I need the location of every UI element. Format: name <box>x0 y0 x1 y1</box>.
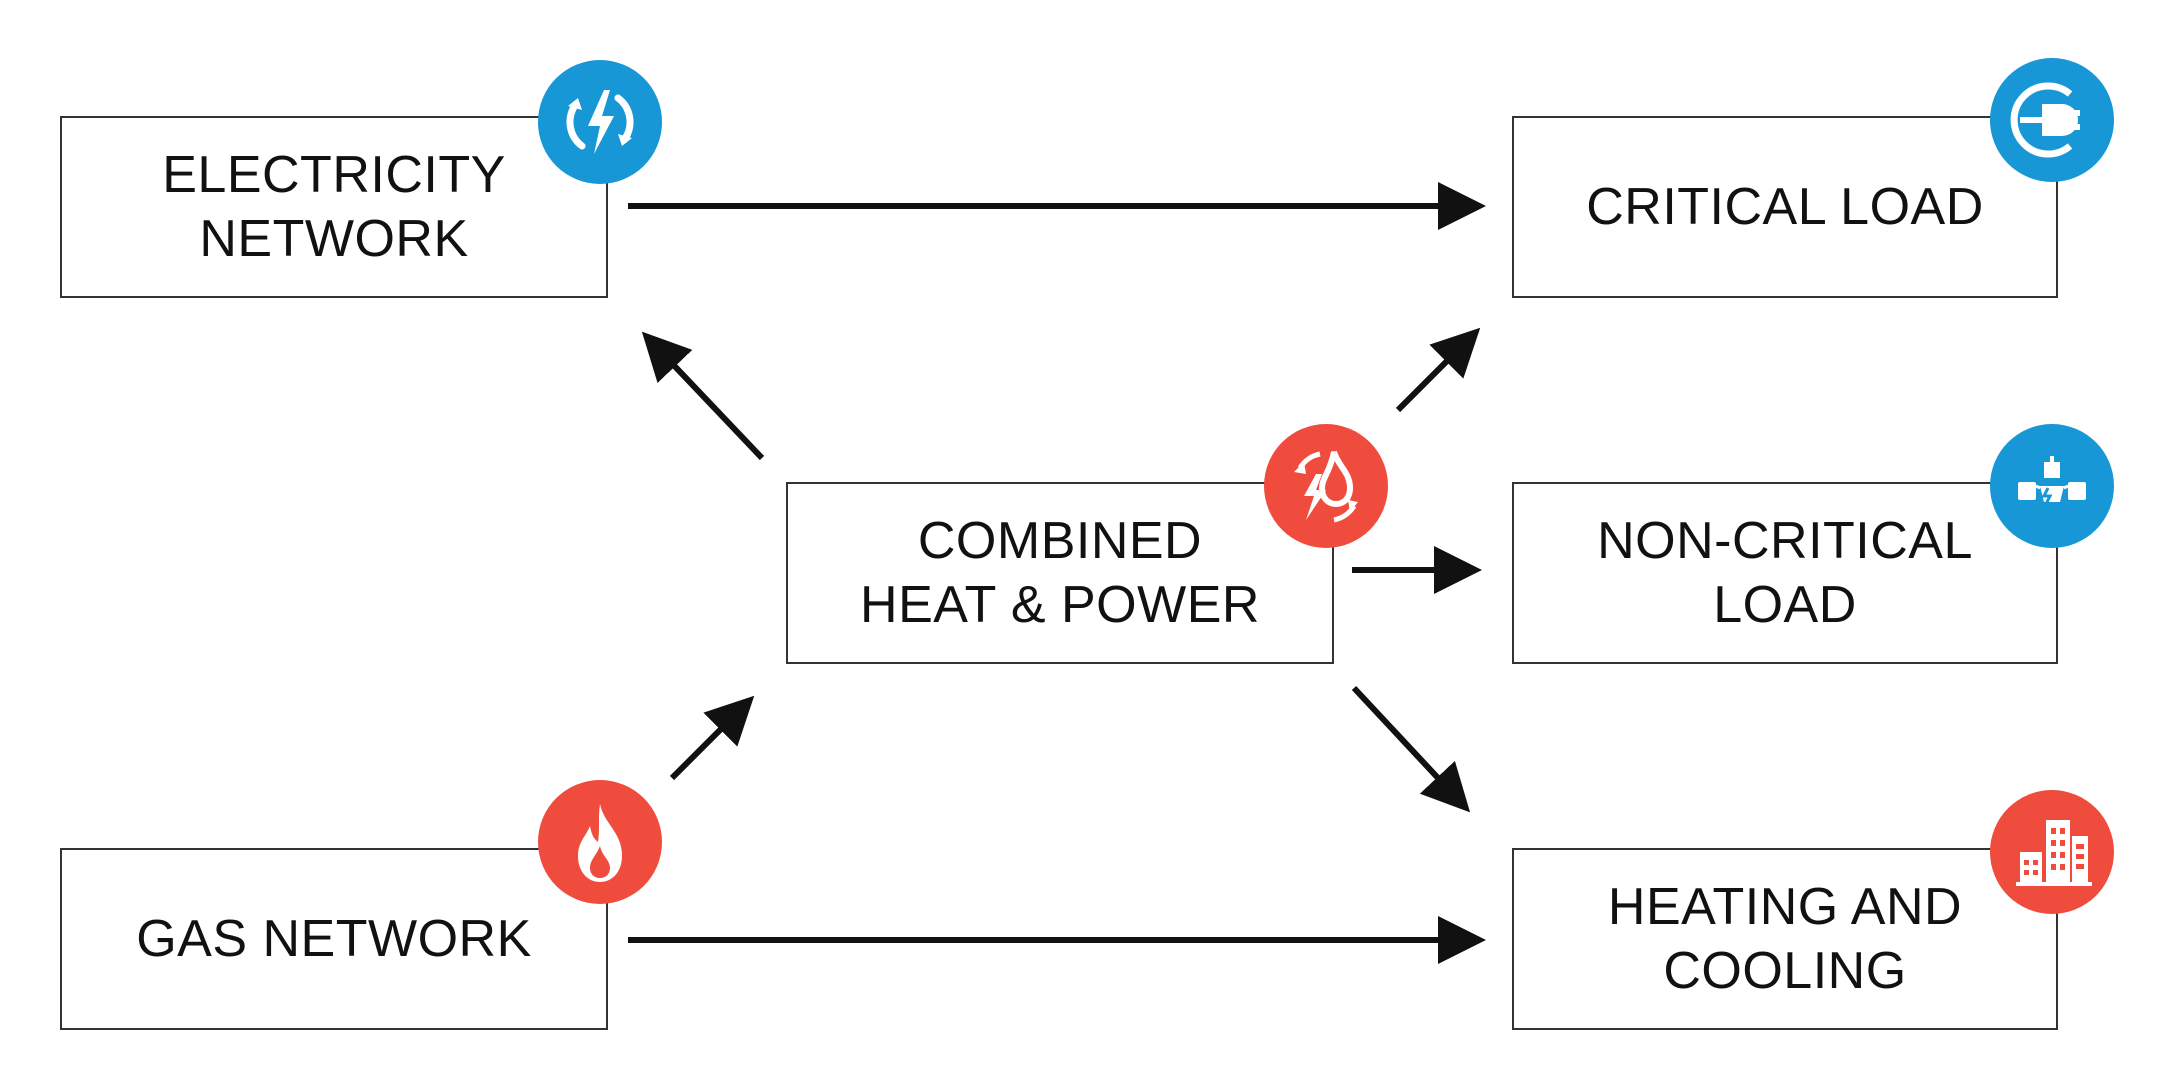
heating-cooling-box: HEATING AND COOLING <box>1512 848 2058 1030</box>
critical-load-label: CRITICAL LOAD <box>1586 178 1984 236</box>
arrow-chp-to-critical <box>1395 327 1481 413</box>
electricity-cycle-icon <box>538 60 662 184</box>
electricity-network-box: ELECTRICITY NETWORK <box>60 116 608 298</box>
grid-load-icon <box>1990 424 2114 548</box>
chp-label-line2: HEAT & POWER <box>860 576 1260 634</box>
plug-icon <box>1990 58 2114 182</box>
electricity-network-label-line1: ELECTRICITY <box>162 146 506 204</box>
buildings-icon <box>1990 790 2114 914</box>
non-critical-load-label-line1: NON-CRITICAL <box>1597 512 1973 570</box>
gas-network-label: GAS NETWORK <box>136 910 532 968</box>
arrow-chp-to-electricity <box>641 331 765 461</box>
heat-power-icon <box>1264 424 1388 548</box>
heating-cooling-label-line1: HEATING AND <box>1607 878 1963 936</box>
non-critical-load-label-line2: LOAD <box>1713 576 1857 634</box>
gas-network-box: GAS NETWORK <box>60 848 608 1030</box>
arrow-chp-to-heating <box>1351 685 1471 813</box>
electricity-network-label-line2: NETWORK <box>199 210 469 268</box>
critical-load-box: CRITICAL LOAD <box>1512 116 2058 298</box>
flame-icon <box>538 780 662 904</box>
non-critical-load-box: NON-CRITICAL LOAD <box>1512 482 2058 664</box>
chp-label-line1: COMBINED <box>917 512 1203 570</box>
arrow-gas-to-chp <box>669 695 755 781</box>
chp-box: COMBINED HEAT & POWER <box>786 482 1334 664</box>
heating-cooling-label-line2: COOLING <box>1663 942 1907 1000</box>
